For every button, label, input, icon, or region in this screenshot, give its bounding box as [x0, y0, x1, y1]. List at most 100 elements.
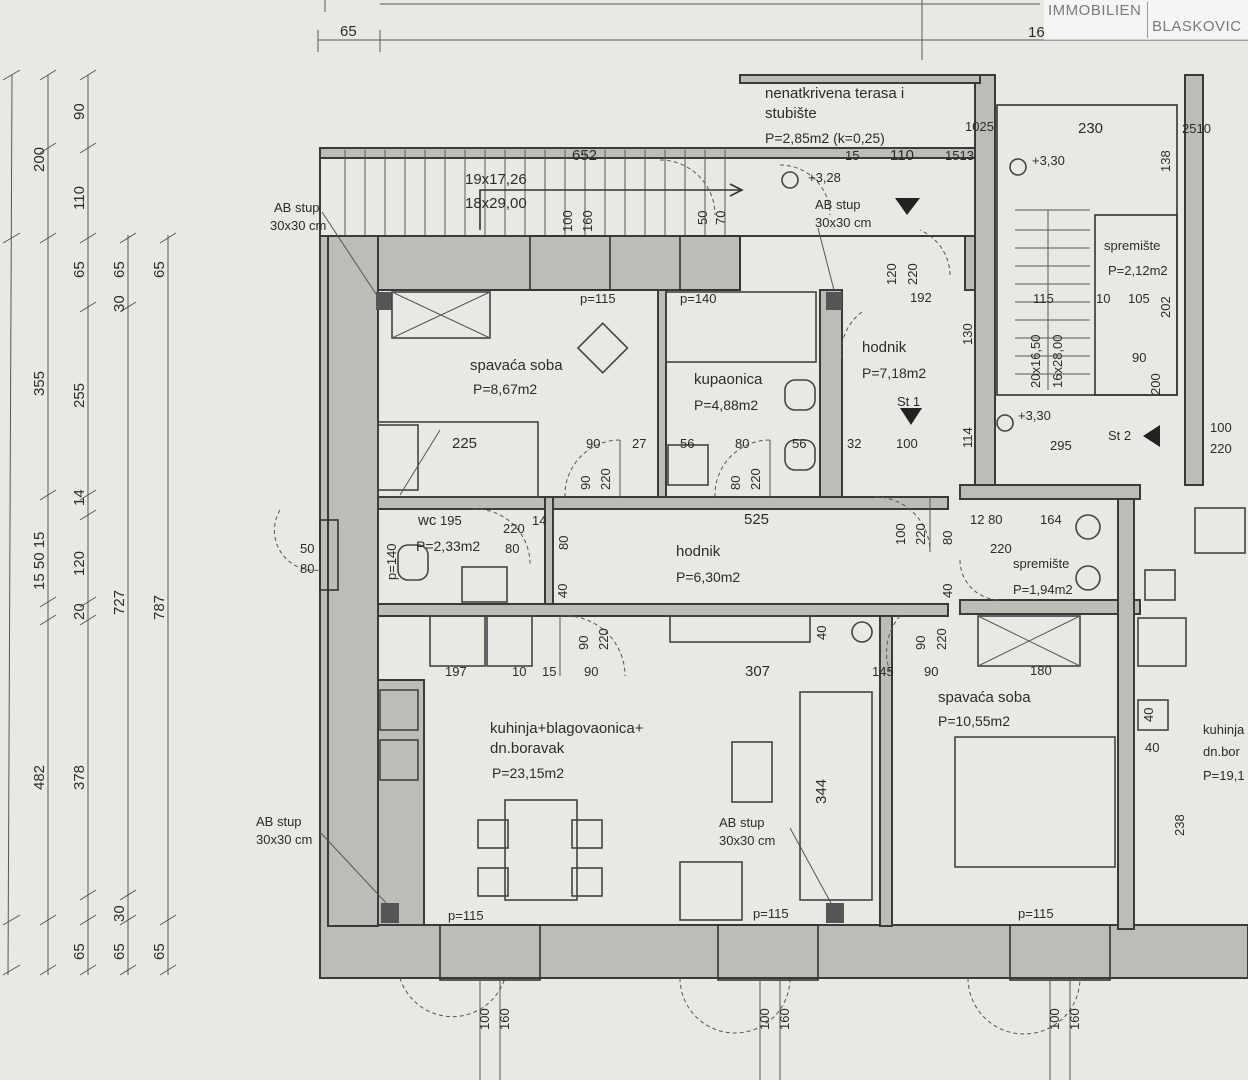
- dim-80-door2: 80: [728, 476, 743, 490]
- doors: [472, 159, 1001, 677]
- bathtub: [665, 291, 817, 363]
- bedroom2-area: P=10,55m2: [938, 713, 1010, 729]
- dim-100-right: 100: [1210, 420, 1232, 435]
- kitchen2-name-2: dn.bor: [1203, 744, 1241, 759]
- bathroom-area: P=4,88m2: [694, 397, 758, 413]
- dim-220-door4: 220: [596, 628, 611, 650]
- toilet-bath: [784, 379, 816, 411]
- dim-90-door5: 90: [913, 636, 928, 650]
- kitchen-sink: [379, 689, 419, 731]
- dim-10-kitchen: 10: [512, 664, 526, 679]
- stairs-label-1: 19x17,26: [465, 171, 527, 188]
- dim-114: 114: [960, 427, 975, 448]
- dim-192: 192: [910, 290, 932, 305]
- level-330-b: +3,30: [1018, 408, 1051, 423]
- dim-left-200: 200: [31, 147, 48, 172]
- dim-40-cab: 40: [814, 626, 829, 640]
- sofa: [799, 691, 873, 901]
- dim-left-110: 110: [71, 186, 88, 210]
- stairs-label-2: 18x29,00: [465, 195, 527, 212]
- dim-220-hall: 220: [905, 263, 920, 285]
- dim-p115-3: p=115: [753, 906, 789, 921]
- dim-238: 238: [1172, 814, 1187, 836]
- dim-27: 27: [632, 436, 646, 451]
- dim-80-hall2: 80: [556, 536, 571, 550]
- chair-dining-1: [477, 819, 509, 849]
- dim-307: 307: [745, 663, 770, 680]
- dim-220-wc: 220: [503, 521, 525, 536]
- column-label-2: AB stup: [815, 197, 861, 212]
- dim-100-hall: 100: [896, 436, 918, 451]
- storage2-name: spremište: [1013, 556, 1069, 571]
- dim-15: 15: [845, 148, 859, 163]
- dim-left-65e: 65: [111, 943, 128, 960]
- arrow-icon-1: [895, 198, 920, 215]
- dryer-icon: [1075, 565, 1101, 591]
- level-markers: [781, 158, 1160, 447]
- dim-left-65b: 65: [111, 261, 128, 278]
- dim-70-top: 70: [713, 211, 728, 225]
- stairs-right-1: 20x16,50: [1028, 335, 1043, 389]
- dim-160-top: 160: [580, 210, 595, 232]
- dim-top-16: 16: [1028, 24, 1045, 41]
- dim-200-stair: 200: [1148, 373, 1163, 395]
- furniture: [377, 291, 1246, 921]
- windows-bottom: [399, 924, 1111, 1080]
- left-dimension-lines: 205 200 355 482 90 110 65 255 14 15 50 1…: [2, 69, 177, 976]
- chair-1: [576, 322, 629, 374]
- stove-right: [1137, 617, 1187, 667]
- dim-90-door1: 90: [578, 476, 593, 490]
- dim-left-727: 727: [111, 590, 128, 615]
- stairs-right-2: 16x28,00: [1050, 335, 1065, 389]
- dim-115-stair: 115: [1033, 291, 1054, 306]
- dim-100-bottom-1: 100: [477, 1008, 492, 1030]
- dim-15-kitchen: 15: [542, 664, 556, 679]
- dim-164: 164: [1040, 512, 1062, 527]
- dim-p115-2: p=115: [448, 908, 484, 923]
- dim-160-bottom-3: 160: [1067, 1008, 1082, 1030]
- dim-40-right-a: 40: [1141, 708, 1156, 722]
- column-size-3: 30x30 cm: [256, 832, 312, 847]
- dim-160-bottom-1: 160: [497, 1008, 512, 1030]
- dim-100-top: 100: [560, 210, 575, 232]
- dim-p115-1: p=115: [580, 291, 616, 306]
- dim-56-a: 56: [680, 436, 694, 451]
- top-dimension-lines: 65 16: [317, 0, 1248, 60]
- cabinet-right: [1194, 507, 1246, 554]
- bedroom1-area: P=8,67m2: [473, 381, 537, 397]
- hall1-name: hodnik: [862, 339, 907, 356]
- kitchen2-name-1: kuhinja: [1203, 722, 1245, 737]
- column-label-3: AB stup: [256, 814, 302, 829]
- column-size-4: 30x30 cm: [719, 833, 775, 848]
- coffee-table: [731, 741, 773, 803]
- kitchen-name-2: dn.boravak: [490, 740, 565, 757]
- kitchen-area: P=23,15m2: [492, 765, 564, 781]
- dim-138: 138: [1158, 150, 1173, 172]
- dim-left-30b: 30: [111, 905, 128, 922]
- dim-left-30a: 30: [111, 295, 128, 312]
- dim-12-80: 12 80: [970, 512, 1003, 527]
- dim-left-255: 255: [71, 383, 88, 408]
- sink-bath: [784, 439, 816, 471]
- st2-label: St 2: [1108, 428, 1131, 443]
- dim-2510: 2510: [1182, 121, 1211, 136]
- dim-left-65a: 65: [71, 261, 88, 278]
- bedroom2-name: spavaća soba: [938, 689, 1031, 706]
- dim-left-355: 355: [31, 371, 48, 396]
- dim-130: 130: [960, 323, 975, 345]
- dim-left-120: 120: [71, 551, 88, 576]
- wardrobe-1: [391, 291, 491, 339]
- terrace-stairs: [344, 150, 744, 235]
- dim-40-hall2: 40: [555, 584, 570, 598]
- dim-105: 105: [1128, 291, 1150, 306]
- bed-2: [954, 736, 1116, 868]
- dim-100-bottom-2: 100: [757, 1008, 772, 1030]
- dim-180: 180: [1030, 663, 1052, 678]
- dim-left-787: 787: [151, 595, 168, 620]
- washer-icon: [1075, 514, 1101, 540]
- boiler-icon: [851, 621, 873, 643]
- dim-120-hall: 120: [884, 263, 899, 285]
- dim-145: 145: [872, 664, 894, 679]
